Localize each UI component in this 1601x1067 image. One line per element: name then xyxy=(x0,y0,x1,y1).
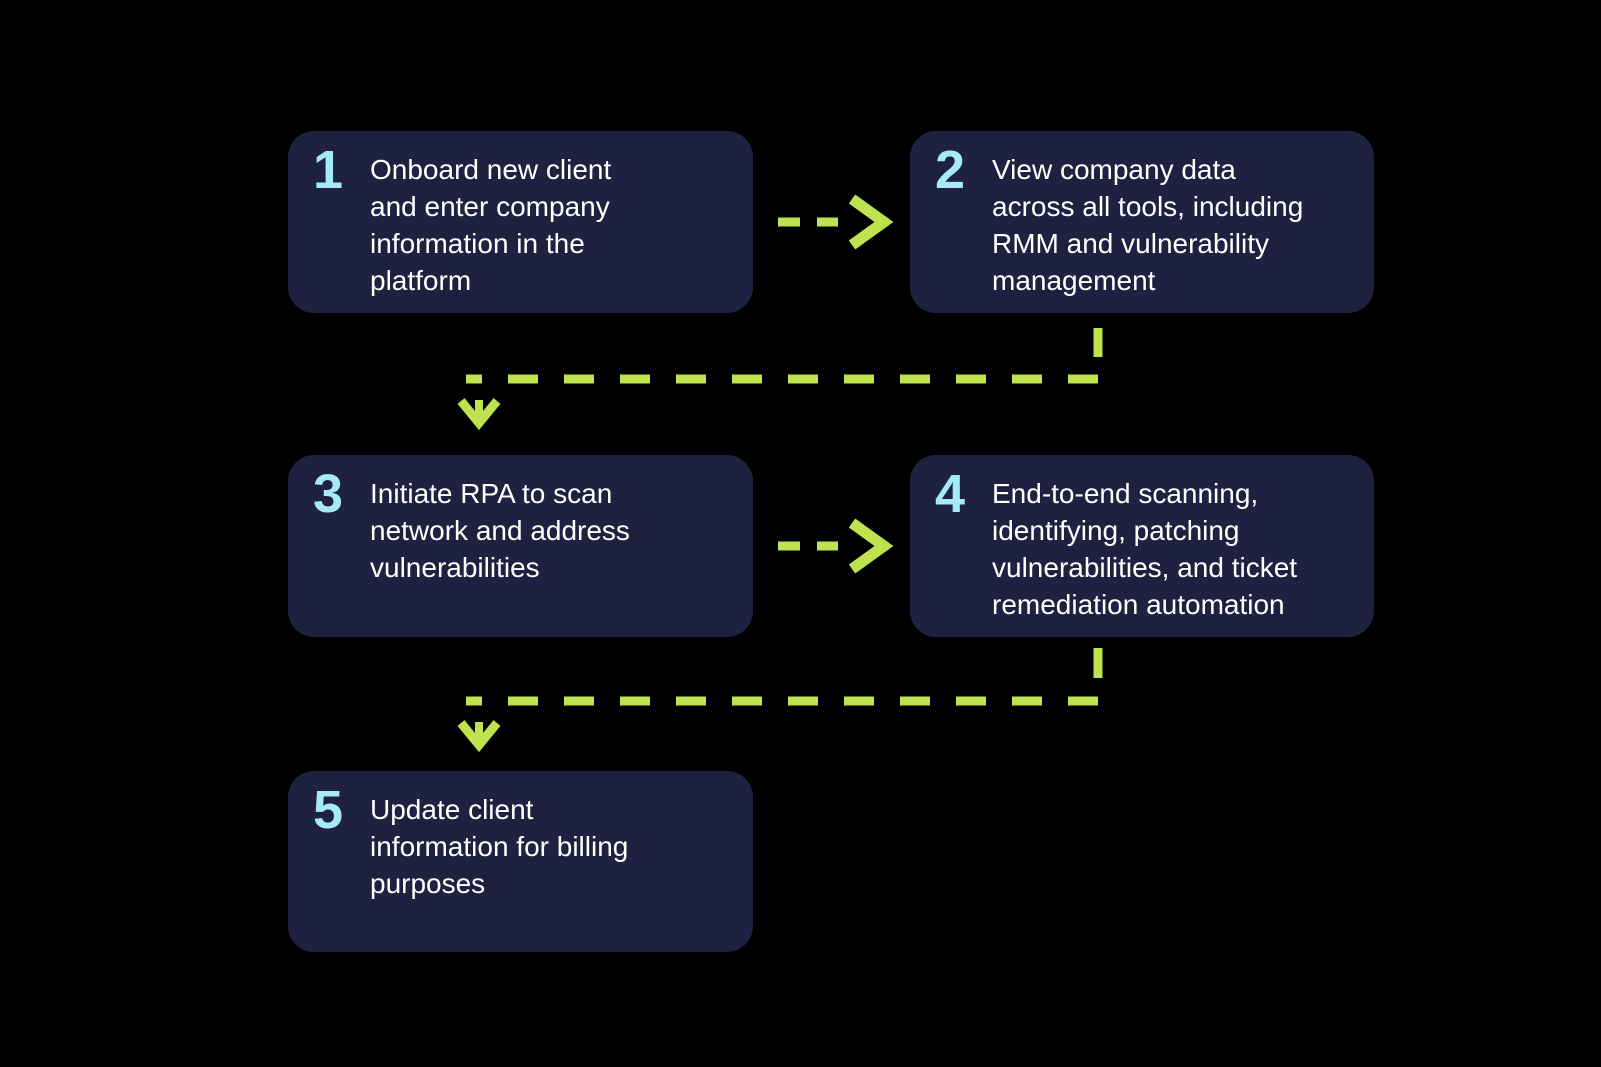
step-text-3: Initiate RPA to scan network and address… xyxy=(370,478,630,583)
step-box-4: 4 End-to-end scanning, identifying, patc… xyxy=(910,455,1374,637)
step-text-2: View company data across all tools, incl… xyxy=(992,154,1304,296)
step-number-5: 5 xyxy=(313,780,343,840)
step-number-1: 1 xyxy=(313,140,343,200)
arrow-head-down-icon xyxy=(457,720,501,753)
connector-1-to-2 xyxy=(778,194,894,250)
step-number-3: 3 xyxy=(313,464,343,524)
step-number-4: 4 xyxy=(935,464,965,524)
connector-4-to-5 xyxy=(457,648,1103,753)
step-box-3: 3 Initiate RPA to scan network and addre… xyxy=(288,455,753,637)
arrow-head-right-icon xyxy=(848,194,894,250)
step-text-5: Update client information for billing pu… xyxy=(370,794,629,899)
step-number-2: 2 xyxy=(935,140,965,200)
step-text-4: End-to-end scanning, identifying, patchi… xyxy=(992,478,1298,620)
step-box-2: 2 View company data across all tools, in… xyxy=(910,131,1374,313)
arrow-head-right-icon xyxy=(848,518,894,574)
arrow-head-down-icon xyxy=(457,398,501,431)
connector-2-to-3 xyxy=(457,328,1103,431)
step-box-1: 1 Onboard new client and enter company i… xyxy=(288,131,753,313)
connector-3-to-4 xyxy=(778,518,894,574)
step-text-1: Onboard new client and enter company inf… xyxy=(370,154,612,296)
step-box-5: 5 Update client information for billing … xyxy=(288,771,753,952)
